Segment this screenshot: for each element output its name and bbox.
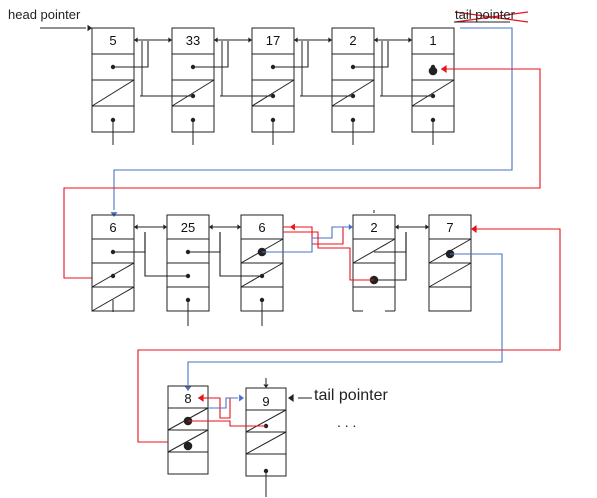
- link-path: [113, 41, 149, 68]
- arrowhead: [248, 37, 252, 43]
- arrowhead: [294, 37, 298, 43]
- red-link: [208, 397, 231, 419]
- node-value: 33: [185, 33, 201, 48]
- null-slash: [352, 238, 396, 264]
- arrowhead: [134, 37, 138, 43]
- blue-link: [262, 226, 350, 253]
- pointer-dot: [350, 93, 356, 99]
- node-value: 9: [262, 394, 270, 409]
- node-value: 1: [429, 33, 437, 48]
- arrowhead: [239, 394, 244, 402]
- link-path: [193, 41, 229, 68]
- null-slash: [245, 431, 287, 455]
- node-value: 7: [446, 220, 454, 235]
- node-value: 2: [370, 220, 378, 235]
- arrowhead: [87, 24, 92, 32]
- arrowhead: [263, 384, 269, 388]
- link-path: [374, 232, 407, 281]
- null-slash: [167, 429, 209, 453]
- link-path: [273, 41, 309, 68]
- pointer-dot: [430, 93, 436, 99]
- strike-line: [454, 11, 529, 23]
- pointer-dot-large: [428, 66, 438, 76]
- null-slash: [251, 79, 295, 107]
- arrowhead: [425, 224, 429, 230]
- pointer-dot: [190, 93, 196, 99]
- pointer-dot: [270, 93, 276, 99]
- arrowhead: [237, 224, 241, 230]
- pointer-dot: [110, 273, 116, 279]
- arrowhead: [168, 37, 172, 43]
- arrowhead: [209, 224, 213, 230]
- blue-link: [113, 27, 513, 210]
- struck-tail-pointer-label: tail pointer: [455, 7, 515, 22]
- node-value: 6: [258, 220, 266, 235]
- arrowhead: [374, 37, 378, 43]
- node-cell: [428, 286, 472, 312]
- arrowhead: [288, 394, 294, 402]
- null-slash: [331, 79, 375, 107]
- node-value: 8: [184, 391, 192, 406]
- tail-pointer-label: tail pointer: [314, 387, 388, 404]
- node-value: 17: [265, 33, 281, 48]
- null-slash: [411, 79, 455, 107]
- arrowhead: [348, 224, 353, 230]
- arrowhead: [214, 37, 218, 43]
- blue-link: [187, 253, 503, 385]
- arrowhead: [395, 224, 399, 230]
- arrowhead: [471, 225, 477, 233]
- arrowhead: [290, 223, 295, 231]
- null-slash: [428, 262, 472, 288]
- arrowhead: [328, 37, 332, 43]
- red-link: [137, 228, 561, 443]
- blue-link: [208, 397, 238, 409]
- link-path: [113, 232, 146, 253]
- node-value: 25: [180, 220, 196, 235]
- red-link: [63, 68, 541, 279]
- node-value: 6: [109, 220, 117, 235]
- null-slash: [171, 79, 215, 107]
- node-value: 2: [349, 33, 357, 48]
- link-path: [219, 232, 262, 277]
- node-cell: [167, 451, 209, 475]
- arrowhead: [441, 65, 447, 73]
- pointer-dot-large: [183, 441, 193, 451]
- head-pointer-label: head pointer: [8, 7, 81, 22]
- arrowhead: [163, 224, 167, 230]
- arrowhead: [134, 224, 138, 230]
- link-path: [144, 232, 188, 277]
- null-slash: [91, 286, 135, 312]
- null-slash: [91, 79, 135, 107]
- red-link: [188, 420, 266, 427]
- null-slash: [245, 409, 287, 433]
- arrowhead: [184, 386, 192, 391]
- link-path: [353, 41, 389, 68]
- arrowhead: [408, 37, 412, 43]
- node-value: 5: [109, 33, 117, 48]
- link-path: [188, 232, 221, 253]
- ellipsis: . . .: [337, 414, 357, 430]
- red-link: [283, 231, 374, 281]
